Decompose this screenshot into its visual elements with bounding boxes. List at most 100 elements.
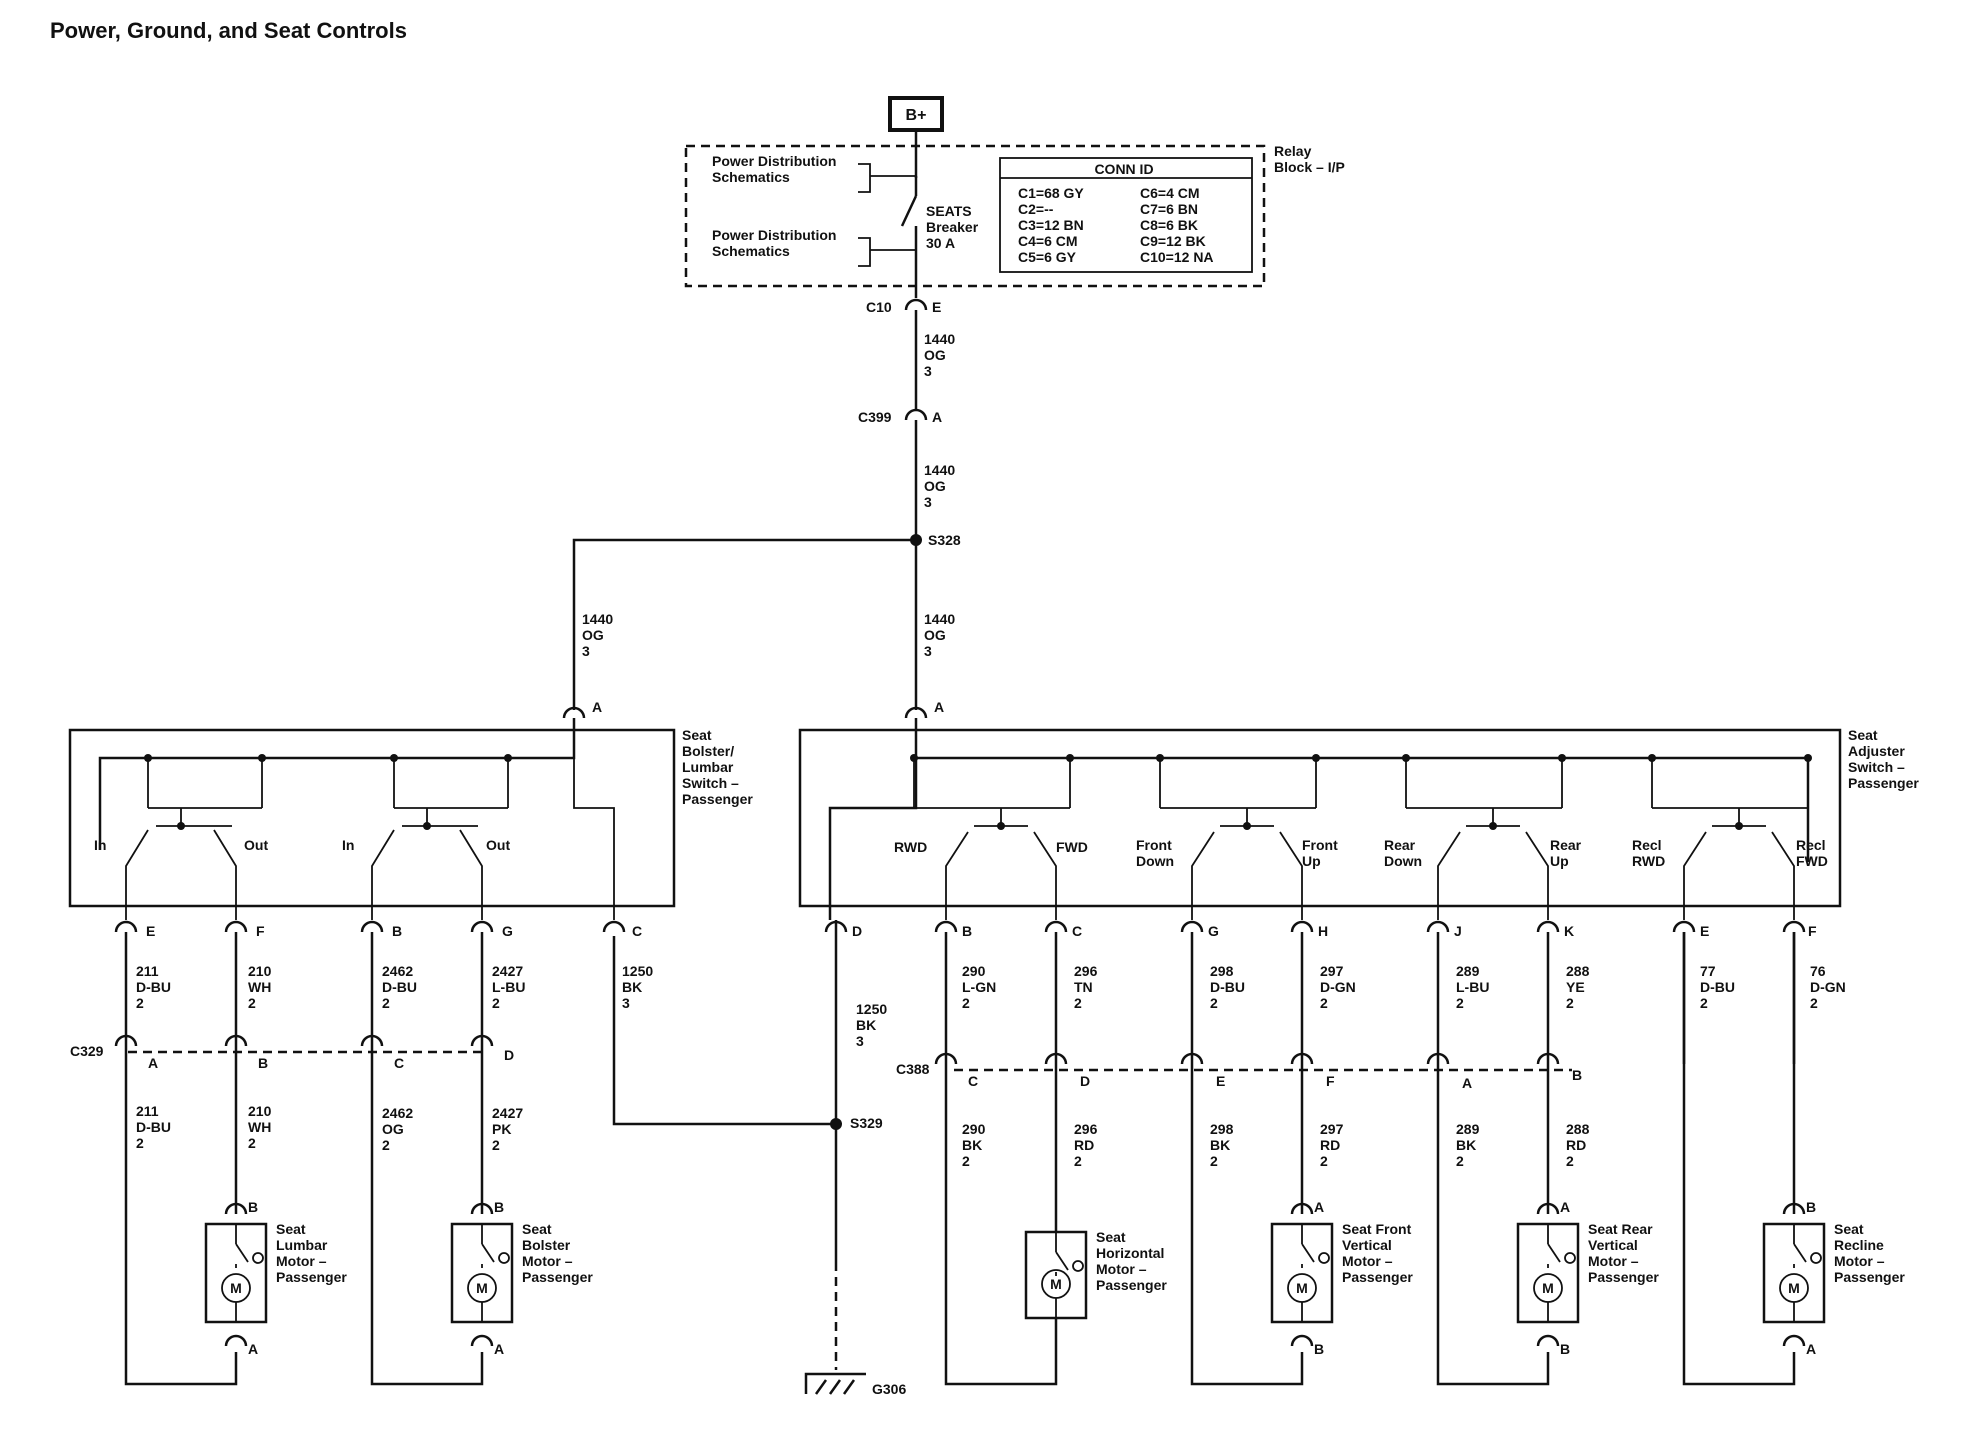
upper-wire-1-size: 2 bbox=[248, 995, 256, 1011]
bolster-output-connector-4 bbox=[602, 920, 626, 933]
breaker-label-3: 30 A bbox=[926, 235, 955, 251]
lower-wire-3-size: 2 bbox=[492, 1137, 500, 1153]
motor-5-top-pin: B bbox=[1806, 1199, 1816, 1215]
lumbar-return-wire bbox=[124, 1046, 238, 1386]
breaker-label-2: Breaker bbox=[926, 219, 979, 235]
bolster-pin-f: F bbox=[256, 923, 265, 939]
conn-id-title: CONN ID bbox=[1094, 161, 1153, 177]
s328-label: S328 bbox=[928, 532, 961, 548]
motor-1-bottom-pin: A bbox=[494, 1341, 504, 1357]
c329-connector-0 bbox=[114, 1034, 138, 1047]
adjuster-label-rear-down-1: Rear bbox=[1384, 837, 1416, 853]
upper-wire-8-num: 298 bbox=[1210, 963, 1234, 979]
wire-1440-to-bolster bbox=[572, 538, 916, 710]
adjuster-label-front-down-1: Front bbox=[1136, 837, 1172, 853]
c329-pin-b: B bbox=[258, 1055, 268, 1071]
motor-0-label-1: Lumbar bbox=[276, 1237, 328, 1253]
adjuster-output-connector-4 bbox=[1290, 920, 1314, 933]
c329-pin-a: A bbox=[148, 1055, 158, 1071]
wire-1440-size-1: 3 bbox=[924, 363, 932, 379]
c388-pin-b: B bbox=[1572, 1067, 1582, 1083]
motor-1-label-1: Bolster bbox=[522, 1237, 571, 1253]
upper-wire-6-num: 290 bbox=[962, 963, 986, 979]
adjuster-switch-name-2: Adjuster bbox=[1848, 743, 1905, 759]
lower-wire-5-size: 2 bbox=[1074, 1153, 1082, 1169]
upper-wire-0-color: D-BU bbox=[136, 979, 171, 995]
wire-1440-color-3: OG bbox=[582, 627, 604, 643]
horizontal-return-wire bbox=[944, 1064, 1058, 1386]
adjuster-pin-j: J bbox=[1454, 923, 1462, 939]
lower-wire-2-size: 2 bbox=[382, 1137, 390, 1153]
adjuster-ground-internal bbox=[828, 758, 918, 920]
pds-bracket-2 bbox=[858, 237, 871, 267]
motor-1-symbol: M bbox=[476, 1280, 488, 1296]
motor-4-symbol: M bbox=[1542, 1280, 1554, 1296]
bolster-internal-bus bbox=[98, 718, 576, 850]
upper-wire-11-num: 288 bbox=[1566, 963, 1590, 979]
c388-connector-1 bbox=[1044, 1052, 1068, 1065]
bolster-output-connector-3 bbox=[470, 920, 494, 933]
motor-0-label-2: Motor – bbox=[276, 1253, 327, 1269]
motor-4-label-1: Vertical bbox=[1588, 1237, 1638, 1253]
rear-vertical-return-wire bbox=[1436, 1064, 1550, 1386]
upper-wire-11-size: 2 bbox=[1566, 995, 1574, 1011]
adjuster-switch-arms-3 bbox=[1683, 808, 1795, 920]
adjuster-output-connector-3 bbox=[1180, 920, 1204, 933]
upper-wire-4-num: 1250 bbox=[622, 963, 653, 979]
adjuster-input-pin: A bbox=[934, 699, 944, 715]
c388-pin-d: D bbox=[1080, 1073, 1090, 1089]
motor-1-top-pin: B bbox=[494, 1199, 504, 1215]
ground-symbol bbox=[804, 1372, 866, 1395]
c388-pin-f: F bbox=[1326, 1073, 1335, 1089]
motor-3-bottom-connector bbox=[1290, 1334, 1314, 1347]
lower-wire-2-num: 2462 bbox=[382, 1105, 413, 1121]
upper-wire-7-size: 2 bbox=[1074, 995, 1082, 1011]
motor-3-thermal-switch bbox=[1301, 1243, 1315, 1263]
c10-connector bbox=[904, 298, 928, 311]
adjuster-pin-b: B bbox=[962, 923, 972, 939]
motor-4-label-3: Passenger bbox=[1588, 1269, 1659, 1285]
motor-4-bottom-pin: B bbox=[1560, 1341, 1570, 1357]
adjuster-pin-c: C bbox=[1072, 923, 1082, 939]
motor-4-label-0: Seat Rear bbox=[1588, 1221, 1653, 1237]
motor-0-symbol: M bbox=[230, 1280, 242, 1296]
s329-label: S329 bbox=[850, 1115, 883, 1131]
adjuster-label-front-up-2: Up bbox=[1302, 853, 1321, 869]
motor-1-bottom-connector bbox=[470, 1334, 494, 1347]
motor-1-label-2: Motor – bbox=[522, 1253, 573, 1269]
upper-wire-3-num: 2427 bbox=[492, 963, 523, 979]
lower-wire-1-num: 210 bbox=[248, 1103, 272, 1119]
seat-adjuster-switch-box bbox=[798, 728, 1842, 908]
adjuster-switch-arms-2 bbox=[1437, 808, 1549, 920]
motor-3-bottom-pin: B bbox=[1314, 1341, 1324, 1357]
wire-1440-size-4: 3 bbox=[924, 643, 932, 659]
bolster-pin-b: B bbox=[392, 923, 402, 939]
lower-wire-3-color: PK bbox=[492, 1121, 511, 1137]
motor-4-thermal-switch bbox=[1547, 1243, 1561, 1263]
motor-1-thermal-switch bbox=[481, 1243, 495, 1263]
upper-wire-7-num: 296 bbox=[1074, 963, 1098, 979]
adjuster-pin-k: K bbox=[1564, 923, 1574, 939]
adjuster-internal-bus bbox=[914, 718, 1810, 862]
upper-wire-9-num: 297 bbox=[1320, 963, 1344, 979]
motor-3-top-connector bbox=[1290, 1202, 1314, 1215]
breaker-contact bbox=[900, 195, 918, 227]
breaker-label-1: SEATS bbox=[926, 203, 972, 219]
motor-5-bottom-connector bbox=[1782, 1334, 1806, 1347]
lower-wire-6-color: BK bbox=[1210, 1137, 1230, 1153]
motor-5-bottom-pin: A bbox=[1806, 1341, 1816, 1357]
motor-4-label-2: Motor – bbox=[1588, 1253, 1639, 1269]
bolster-output-connector-0 bbox=[114, 920, 138, 933]
adjuster-switch-name-3: Switch – bbox=[1848, 759, 1905, 775]
c329-pin-d: D bbox=[504, 1047, 514, 1063]
bolster-switch-name-1: Seat bbox=[682, 727, 712, 743]
upper-wire-3-color: L-BU bbox=[492, 979, 525, 995]
upper-wire-12-size: 2 bbox=[1700, 995, 1708, 1011]
adjuster-switch-name-1: Seat bbox=[1848, 727, 1878, 743]
s329-splice bbox=[830, 1118, 842, 1130]
motor-5-label-1: Recline bbox=[1834, 1237, 1884, 1253]
motor-2-thermal-switch bbox=[1055, 1251, 1069, 1271]
adjuster-junction-2-a bbox=[1402, 754, 1410, 762]
adjuster-switch-arms-1 bbox=[1191, 808, 1303, 920]
bolster-junction-1-a bbox=[390, 754, 398, 762]
